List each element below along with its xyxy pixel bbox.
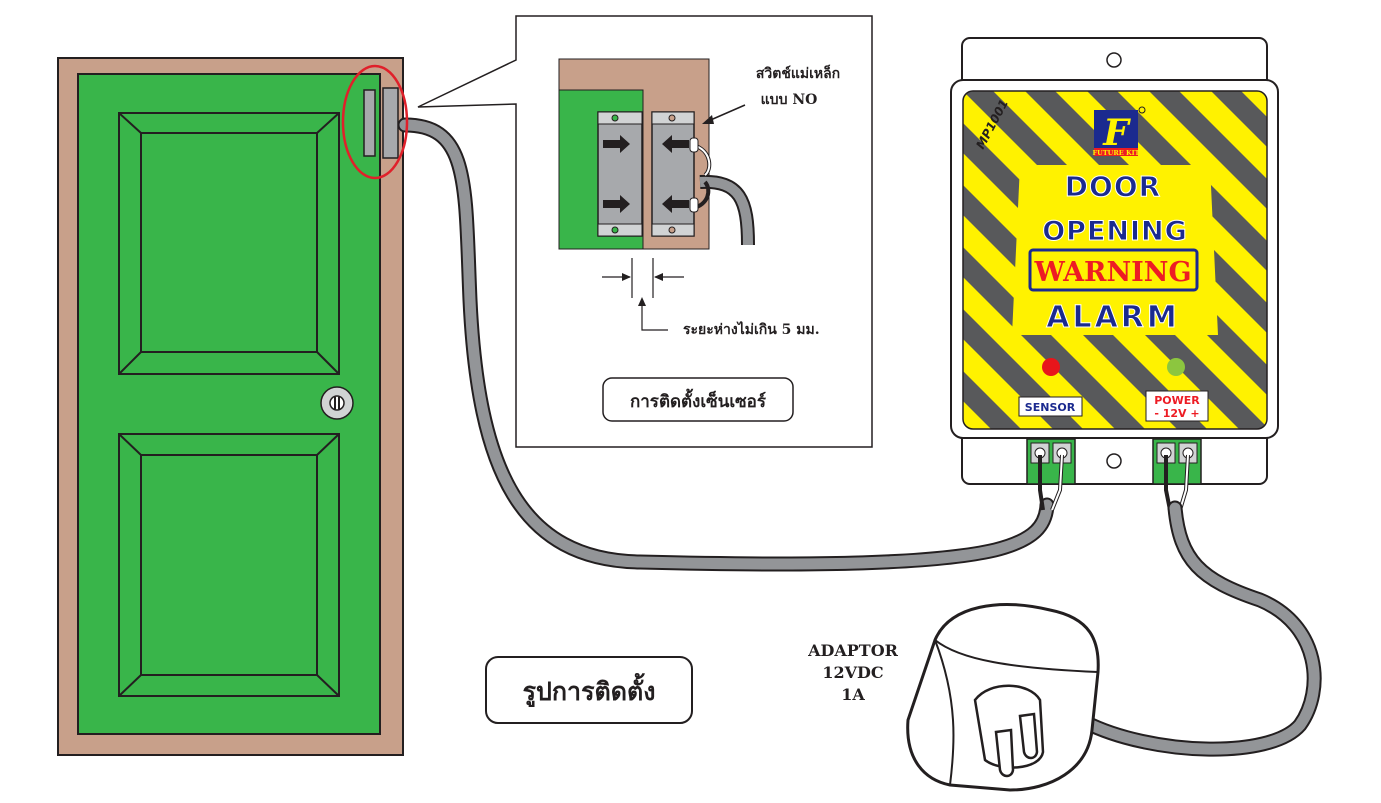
logo-subtext: FUTURE KIT: [1093, 149, 1140, 157]
door: [57, 57, 404, 756]
reed-switch-piece: [651, 111, 699, 237]
title-warning: WARNING: [1033, 257, 1191, 288]
title-door: DOOR: [1065, 170, 1161, 203]
hazard-stripe: [1273, 91, 1381, 429]
switch-label-line1: สวิตช์แม่เหล็ก: [756, 64, 840, 82]
arrow-left-icon: [662, 135, 689, 153]
sensor-callout: [417, 15, 873, 448]
magnet-piece: [597, 111, 643, 237]
mount-hole-bottom: [1106, 453, 1122, 469]
adaptor-label-line2: 12VDC: [822, 663, 883, 682]
power-label-box: [1145, 390, 1209, 422]
door-magnetic-sensor: [341, 64, 409, 180]
sensor-terminal: [1026, 438, 1076, 485]
sensor-cable: [397, 117, 1055, 572]
power-polarity: - 12V +: [1154, 407, 1199, 420]
arrow-right-icon: [603, 195, 630, 213]
pointer-arrow-icon: [702, 115, 714, 124]
arrow-right-icon: [603, 135, 630, 153]
main-caption: รูปการติดตั้ง: [523, 672, 656, 708]
warning-box: [1028, 248, 1199, 292]
arrow-left-icon: [662, 195, 689, 213]
sensor-label: SENSOR: [1025, 401, 1076, 414]
door-panel-lower: [118, 433, 340, 697]
power-adaptor: [906, 603, 1100, 792]
door-panel-upper: [118, 112, 340, 375]
gap-note: ระยะห่างไม่เกิน 5 มม.: [683, 320, 820, 338]
title-alarm: ALARM: [1046, 300, 1180, 335]
power-led: [1167, 358, 1185, 376]
door-lock-icon: [320, 386, 354, 420]
hazard-stripe: [963, 91, 1083, 429]
power-label: POWER: [1154, 394, 1200, 407]
gap-dimension: [602, 258, 684, 331]
main-caption-box: [485, 656, 693, 724]
callout-caption: การติดตั้งเซ็นเซอร์: [630, 388, 767, 412]
sensor-highlight-circle: [341, 64, 409, 180]
hazard-stripe: [1335, 91, 1381, 429]
sensor-label-box: [1018, 396, 1083, 417]
logo-letter: F: [1102, 112, 1131, 154]
plug-prong: [994, 712, 1039, 778]
hazard-stripe: [963, 91, 1145, 429]
callout-caption-box: [602, 377, 794, 422]
power-terminal: [1152, 438, 1202, 485]
title-opening: OPENING: [1042, 216, 1188, 247]
switch-label-line2: แบบ NO: [761, 92, 818, 108]
hazard-stripe: [1149, 91, 1267, 429]
adaptor-label-line3: 1A: [841, 685, 865, 704]
alarm-unit: F FUTURE KIT MP1001 DOOR OPENING WARNING…: [950, 37, 1381, 511]
sensor-led: [1042, 358, 1060, 376]
adaptor-label-line1: ADAPTOR: [807, 641, 899, 660]
power-cable: [1077, 500, 1322, 757]
future-kit-logo: F FUTURE KIT: [1093, 106, 1146, 157]
mount-hole-top: [1106, 52, 1122, 68]
